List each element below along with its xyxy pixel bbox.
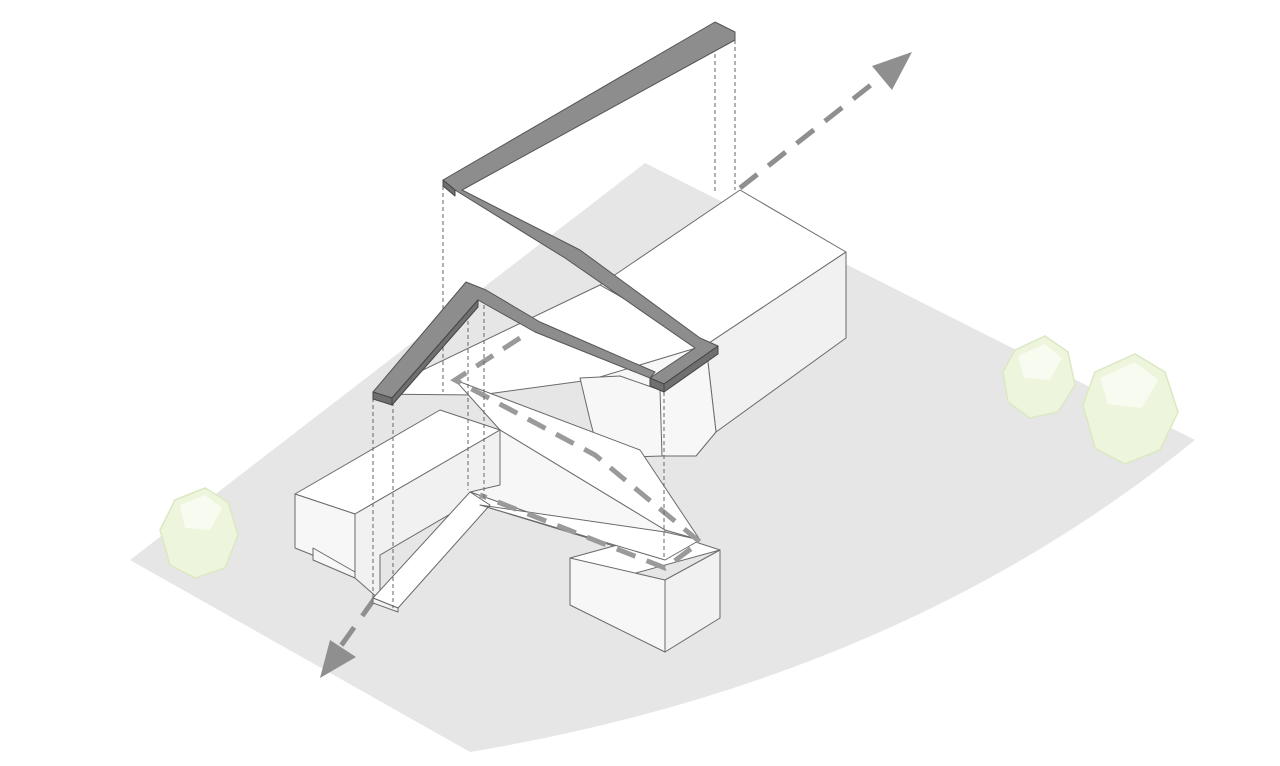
- roof-band-lower: [372, 281, 656, 406]
- interior-circulation-path: [450, 335, 705, 571]
- tree-east-large-icon: [1082, 353, 1179, 465]
- projection-lines: [372, 33, 736, 608]
- tree-east-small-icon: [1002, 335, 1076, 419]
- arrow-head-southwest-icon: [320, 640, 356, 678]
- tree-left-icon: [159, 487, 239, 579]
- circulation-axis-arrow: [320, 52, 912, 678]
- arrow-head-northeast-icon: [872, 52, 912, 90]
- volume-ramp: [372, 491, 491, 613]
- roof-band-upper: [442, 21, 736, 393]
